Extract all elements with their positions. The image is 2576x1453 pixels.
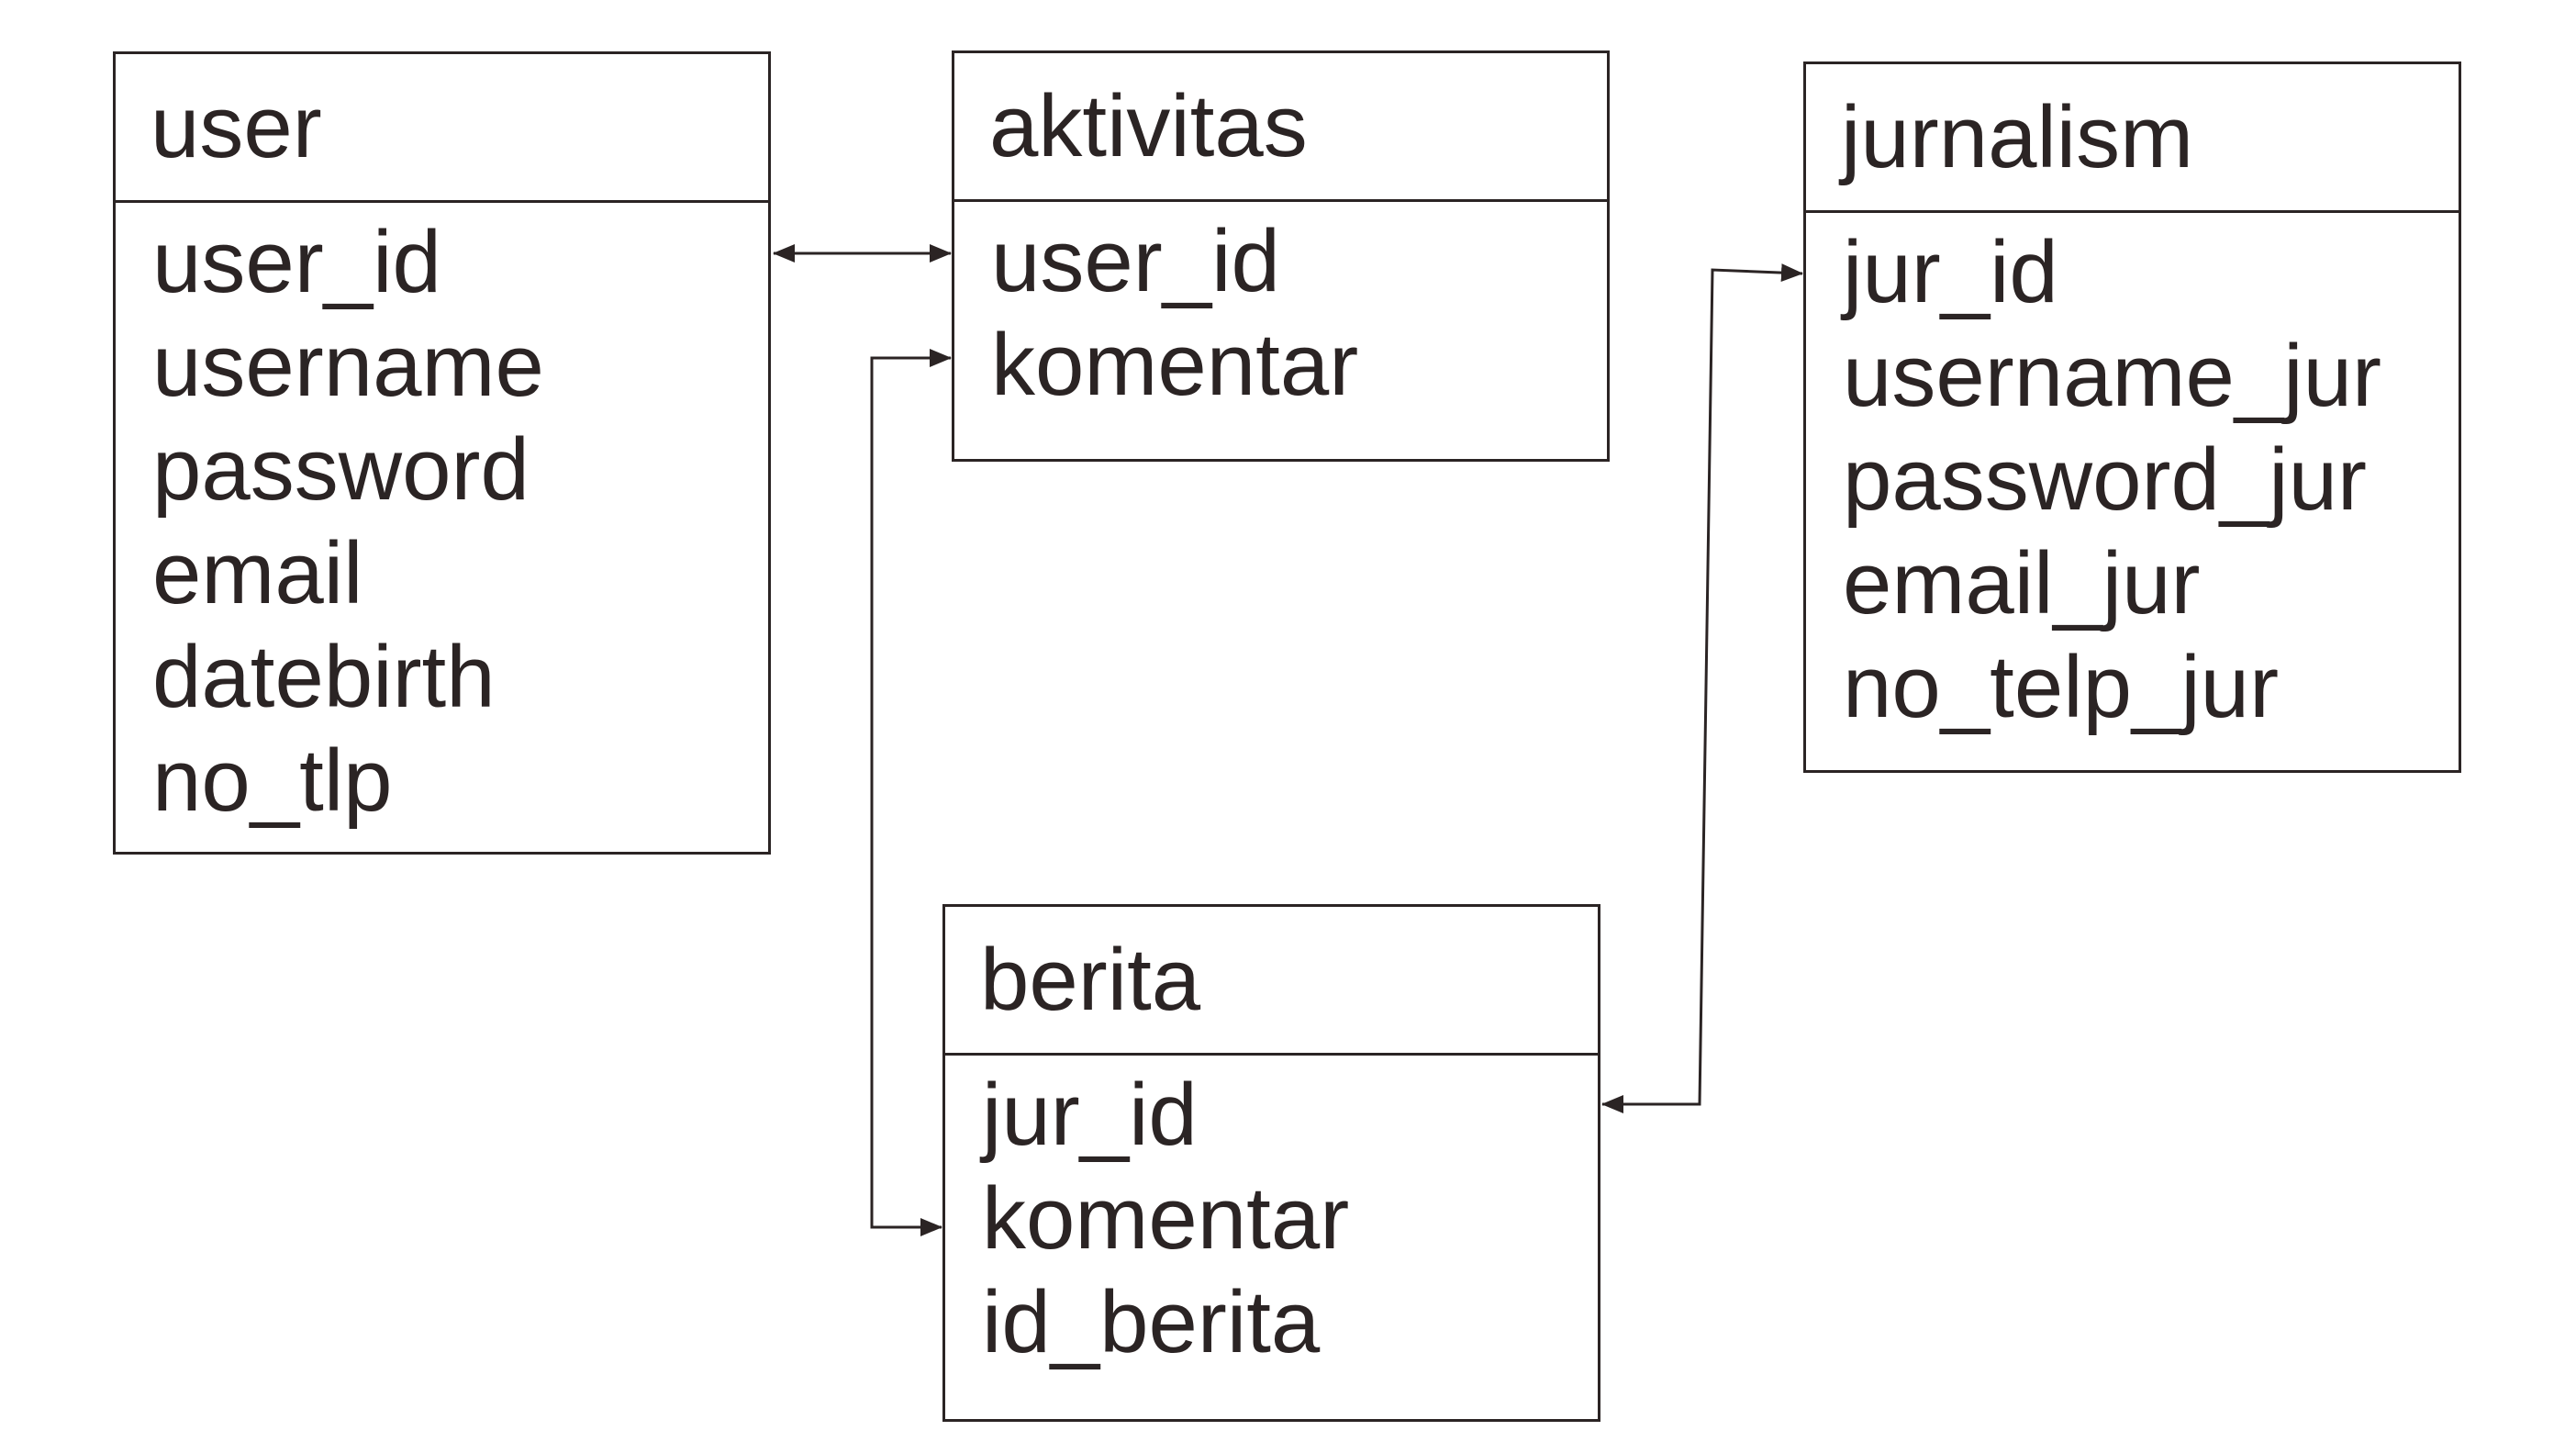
field-user-id: user_id [991,212,1280,310]
entity-berita[interactable]: berita jur_id komentar id_berita [942,904,1600,1422]
entity-user[interactable]: user user_id username password email dat… [113,51,771,855]
field-komentar: komentar [991,316,1359,414]
entity-field-list: user_id username password email datebirt… [116,203,768,833]
field-user-id: user_id [152,213,441,311]
field-username: username [152,317,544,415]
field-id-berita: id_berita [982,1273,1321,1371]
entity-aktivitas[interactable]: aktivitas user_id komentar [952,50,1610,462]
field-email: email [152,524,363,622]
field-email-jur: email_jur [1843,534,2201,632]
field-datebirth: datebirth [152,628,496,726]
entity-field-list: user_id komentar [954,202,1607,417]
field-jur-id: jur_id [982,1066,1198,1164]
field-jur-id: jur_id [1843,223,2058,321]
field-no-telp-jur: no_telp_jur [1843,638,2280,736]
relation-jurnalism-berita-jur-id[interactable] [1601,263,1803,1113]
entity-jurnalism[interactable]: jurnalism jur_id username_jur password_j… [1803,61,2461,773]
entity-title: aktivitas [954,53,1607,202]
field-password-jur: password_jur [1843,430,2367,529]
entity-title: user [116,54,768,203]
entity-field-list: jur_id komentar id_berita [945,1056,1598,1374]
field-username-jur: username_jur [1843,327,2381,425]
field-komentar: komentar [982,1169,1350,1268]
relation-aktivitas-berita-komentar[interactable] [870,349,952,1236]
entity-field-list: jur_id username_jur password_jur email_j… [1806,213,2459,739]
field-password: password [152,420,530,519]
field-no-tlp: no_tlp [152,732,393,830]
entity-title: berita [945,907,1598,1056]
entity-title: jurnalism [1806,64,2459,213]
